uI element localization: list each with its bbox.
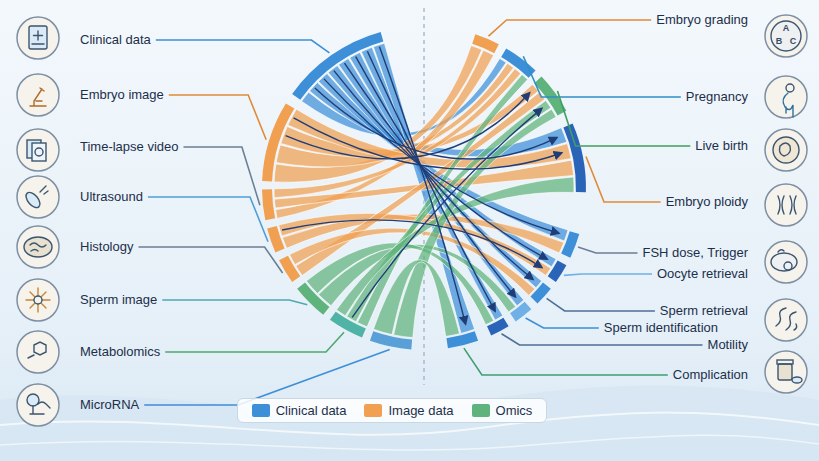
legend-text: Clinical data [276,403,347,418]
flow-line [352,109,542,318]
item-label: Sperm identification [604,320,718,336]
leader-line [162,300,307,305]
arc-segment [267,106,290,181]
arc-segment [504,53,532,74]
item-label: Metabolomics [80,344,160,360]
legend: Clinical data Image data Omics [237,398,548,423]
leader-line [464,348,668,375]
arc-segment [513,306,528,318]
chord-ribbon [274,69,521,198]
item-label: Pregnancy [686,89,748,105]
flow-line [315,88,557,159]
item-label: Embryo image [80,87,164,103]
flow-line [380,47,466,324]
legend-item: Image data [364,403,453,418]
item-label: Sperm retrieval [660,303,748,319]
leader-line [578,247,638,253]
leader-line [165,332,344,352]
arc-segment [301,286,326,311]
arc-segment [333,316,364,333]
arc-segment [272,227,280,250]
arc-segment [552,263,562,279]
grade-letter: C [790,36,797,46]
grade-letter: A [783,23,790,33]
leader-line [144,349,390,405]
leader-line [523,56,681,97]
item-label: FSH dose, Trigger [643,245,749,261]
leader-line [156,40,330,53]
arc-segment [284,258,297,279]
leader-line [502,334,703,345]
arc-segment [566,233,575,256]
leader-line [489,20,652,36]
legend-text: Image data [388,403,453,418]
arc-segment [474,39,497,49]
item-label: Time-lapse video [80,139,179,155]
legend-swatch [472,404,490,417]
item-label: Clinical data [80,32,151,48]
leader-line [547,298,655,311]
legend-text: Omics [496,403,533,418]
item-label: Motility [708,337,748,353]
flow-line [356,57,516,297]
item-label: Ultrasound [80,189,143,205]
legend-swatch [364,404,382,417]
leader-line [139,247,283,273]
arc-segment [568,125,581,192]
flow-line [286,93,530,159]
grade-letter: B [776,36,783,46]
legend-item: Clinical data [252,403,347,418]
leader-line [169,95,266,140]
leader-line [586,157,661,203]
leader-line [148,197,268,242]
legend-item: Omics [472,403,533,418]
item-label: Live birth [695,138,748,154]
item-label: Histology [80,239,133,255]
flow-line [367,51,495,311]
item-label: Embryo ploidy [666,194,748,210]
arc-segment [372,336,412,345]
leader-line [526,318,599,328]
item-label: Complication [673,367,748,383]
arc-segment [267,189,270,219]
flow-line [282,220,542,267]
item-label: Oocyte retrieval [657,266,748,282]
item-label: Embryo grading [656,12,748,28]
legend-swatch [252,404,270,417]
leader-line [564,274,652,275]
leader-line [558,91,691,146]
arc-segment [447,336,476,343]
item-label: MicroRNA [80,397,139,413]
arc-segment [489,322,506,331]
arc-segment [296,37,382,97]
chord-ribbon [394,109,556,337]
arc-segment [534,286,547,300]
item-label: Sperm image [80,292,157,308]
